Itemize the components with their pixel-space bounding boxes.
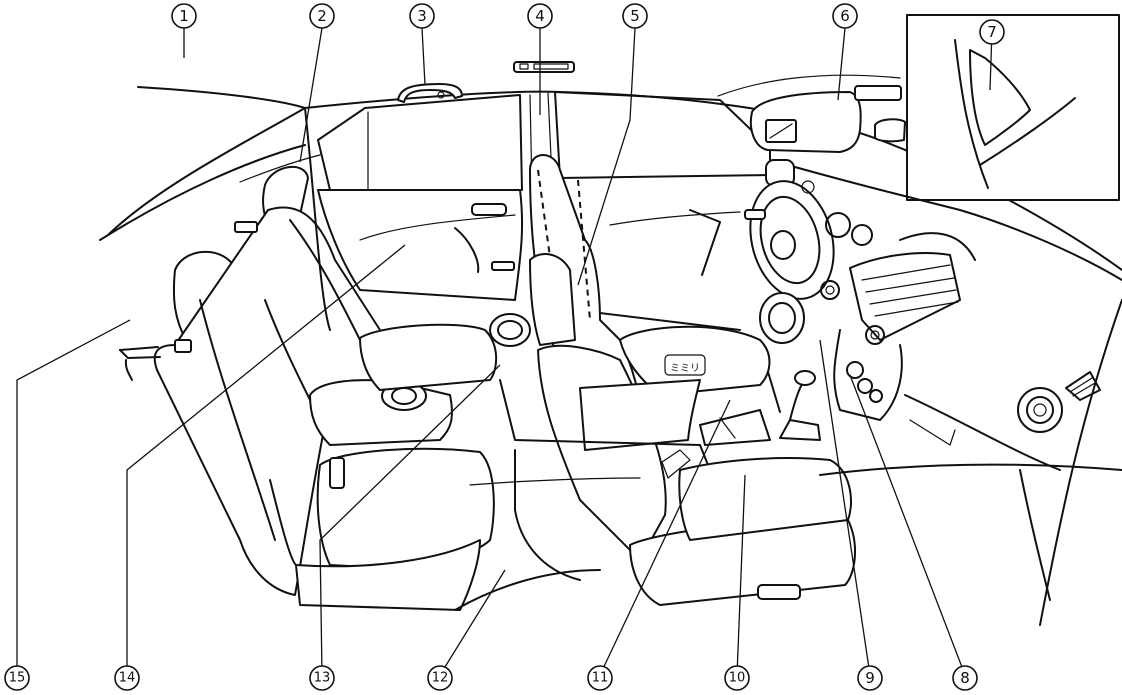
callout-4-label: 4 bbox=[535, 7, 545, 25]
callout-3-label: 3 bbox=[417, 7, 427, 25]
callout-14: 14 bbox=[114, 665, 140, 691]
callout-14-label: 14 bbox=[119, 671, 136, 686]
callout-6: 6 bbox=[832, 3, 858, 29]
callout-5: 5 bbox=[622, 3, 648, 29]
callout-6-label: 6 bbox=[840, 7, 850, 25]
callout-1-label: 1 bbox=[179, 7, 189, 25]
sun-visor bbox=[717, 74, 906, 153]
dashboard bbox=[749, 159, 1122, 626]
callout-11: 11 bbox=[587, 665, 613, 691]
callout-8: 8 bbox=[952, 665, 978, 691]
callout-13: 13 bbox=[309, 665, 335, 691]
callout-3: 3 bbox=[409, 3, 435, 29]
rear-seat bbox=[119, 165, 498, 611]
callout-9: 9 bbox=[857, 665, 883, 691]
floor bbox=[304, 107, 1122, 611]
callout-10-label: 10 bbox=[729, 671, 746, 686]
console-badge: ミミリ bbox=[670, 364, 700, 375]
callout-12: 12 bbox=[427, 665, 453, 691]
grab-handle bbox=[397, 83, 463, 103]
front-seat: ミミリ bbox=[529, 154, 856, 606]
callout-7-label: 7 bbox=[987, 23, 997, 41]
callout-8-label: 8 bbox=[960, 669, 970, 687]
callout-10: 10 bbox=[724, 665, 750, 691]
callout-12-label: 12 bbox=[432, 671, 449, 686]
dome-light bbox=[513, 61, 575, 73]
callout-11-label: 11 bbox=[592, 671, 609, 686]
callout-15: 15 bbox=[4, 665, 30, 691]
callout-2-label: 2 bbox=[317, 7, 327, 25]
callout-9-label: 9 bbox=[865, 669, 875, 687]
callout-2: 2 bbox=[309, 3, 335, 29]
callout-13-label: 13 bbox=[314, 671, 331, 686]
callout-4: 4 bbox=[527, 3, 553, 29]
callout-15-label: 15 bbox=[9, 671, 26, 686]
callout-5-label: 5 bbox=[630, 7, 640, 25]
callout-7: 7 bbox=[979, 19, 1005, 45]
inset-box bbox=[906, 14, 1120, 201]
callout-1: 1 bbox=[171, 3, 197, 58]
